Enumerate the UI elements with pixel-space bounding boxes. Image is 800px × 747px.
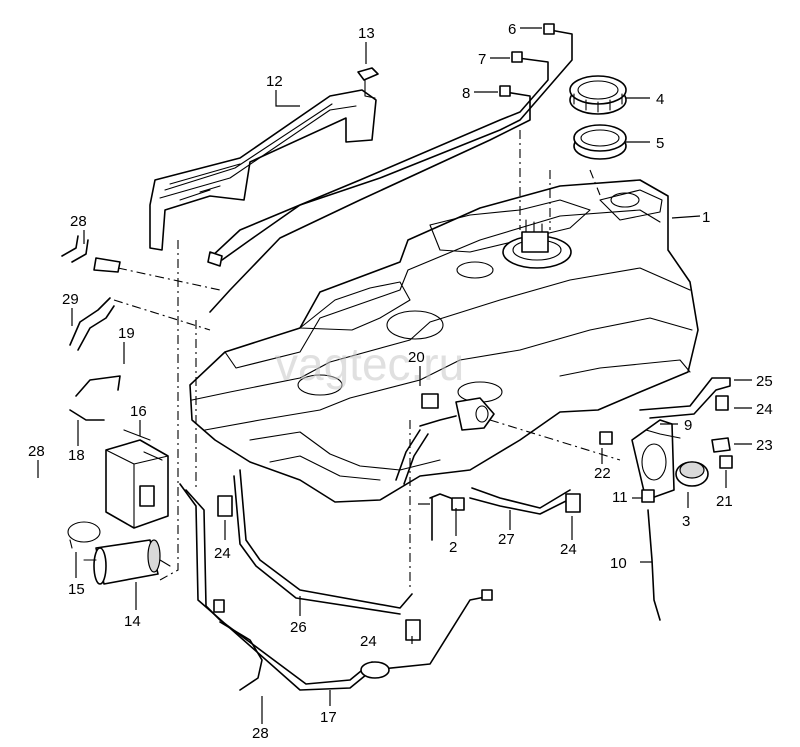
callout-12: 12 (266, 73, 283, 90)
callout-17: 17 (320, 709, 337, 726)
callout-18: 18 (68, 447, 85, 464)
callout-25: 25 (756, 373, 773, 390)
callout-24-d: 24 (756, 401, 773, 418)
bracket-25 (639, 377, 731, 419)
clip (357, 67, 379, 99)
callout-14: 14 (124, 613, 141, 630)
fuel-filter (83, 539, 171, 585)
callout-7: 7 (478, 51, 486, 68)
callout-16: 16 (130, 403, 147, 420)
watermark: vagtec.ru (275, 338, 464, 390)
callout-2: 2 (449, 539, 457, 556)
callout-8: 8 (462, 85, 470, 102)
callout-24-b: 24 (560, 541, 577, 558)
heat-shield (149, 89, 377, 251)
callout-9: 9 (684, 417, 692, 434)
fuel-lines-upper (207, 23, 573, 313)
callout-numbers: 1 2 3 4 5 6 7 8 9 10 11 12 13 14 15 16 1… (28, 21, 773, 742)
callout-23: 23 (756, 437, 773, 454)
callout-24-a: 24 (214, 545, 231, 562)
callout-21: 21 (716, 493, 733, 510)
tank-seal-ring (573, 124, 627, 160)
filter-bracket (67, 521, 101, 549)
callout-19: 19 (118, 325, 135, 342)
callout-15: 15 (68, 581, 85, 598)
callout-22: 22 (594, 465, 611, 482)
breather-hose (641, 489, 661, 621)
callout-24-c: 24 (360, 633, 377, 650)
bolts (217, 393, 733, 641)
hose-upper-left (61, 235, 121, 273)
callout-28-c: 28 (252, 725, 269, 742)
fuel-cap (675, 461, 709, 487)
charcoal-canister (105, 429, 169, 529)
callout-5: 5 (656, 135, 664, 152)
dashed-reference-lines (113, 130, 621, 590)
callout-3: 3 (682, 513, 690, 530)
vent-valve (395, 397, 495, 485)
hose-29 (69, 297, 115, 351)
callout-20: 20 (408, 349, 425, 366)
fuel-tank (189, 179, 699, 503)
callout-28-b: 28 (28, 443, 45, 460)
filler-neck (631, 419, 681, 501)
callout-10: 10 (610, 555, 627, 572)
callout-11: 11 (612, 489, 628, 506)
callout-27: 27 (498, 531, 515, 548)
callout-13: 13 (358, 25, 375, 42)
sensor-wire-2 (429, 493, 465, 541)
callout-6: 6 (508, 21, 516, 38)
callout-26: 26 (290, 619, 307, 636)
callout-28-a: 28 (70, 213, 87, 230)
callout-4: 4 (656, 91, 664, 108)
callout-29: 29 (62, 291, 79, 308)
callout-leaders (37, 27, 752, 724)
callout-1: 1 (702, 209, 710, 226)
fuel-lines-lower (69, 375, 573, 691)
locking-ring (569, 75, 627, 115)
